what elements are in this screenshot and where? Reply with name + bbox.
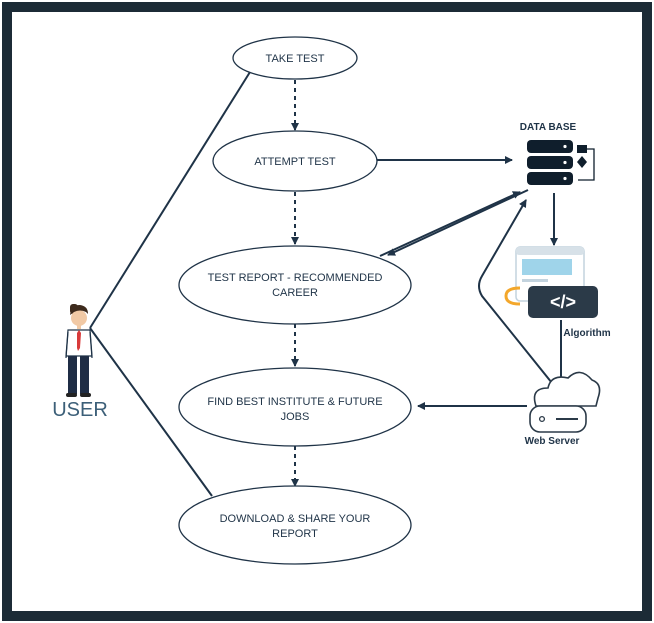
use-case-ellipse <box>178 485 412 565</box>
use-case-attempt-test: ATTEMPT TEST <box>212 130 378 192</box>
algorithm-label: Algorithm <box>563 328 610 339</box>
use-case-ellipse <box>178 367 412 447</box>
database-node: DATA BASE <box>520 122 595 185</box>
use-case-label: ATTEMPT TEST <box>254 156 336 168</box>
report-to-database-arrow <box>379 191 521 257</box>
use-case-download-report: DOWNLOAD & SHARE YOUR REPORT <box>178 485 412 565</box>
web-server-node: Web Server <box>525 371 601 447</box>
system-connections <box>377 156 565 410</box>
use-case-ellipse <box>178 245 412 325</box>
use-case-label-line-1: TEST REPORT - RECOMMENDED <box>208 272 383 284</box>
server-to-database-arrow <box>478 199 557 389</box>
code-algorithm-icon: </> <box>504 246 598 318</box>
use-case-ellipse <box>212 130 378 192</box>
use-case-label: TAKE TEST <box>266 53 325 65</box>
use-case-label-line-2: JOBS <box>281 411 310 423</box>
actor-associations <box>89 71 251 497</box>
use-case-label-line-2: REPORT <box>272 528 318 540</box>
use-case-ellipse <box>232 36 358 80</box>
actor-label: USER <box>52 399 108 421</box>
association-line-download-report <box>89 327 213 497</box>
use-case-find-institute: FIND BEST INSTITUTE & FUTURE JOBS <box>178 367 412 447</box>
association-line-take-test <box>89 71 251 329</box>
use-case-take-test: TAKE TEST <box>232 36 358 80</box>
user-actor: USER <box>52 304 108 421</box>
svg-text:</>: </> <box>550 292 576 312</box>
use-case-label-line-2: CAREER <box>272 287 318 299</box>
use-case-label-line-1: FIND BEST INSTITUTE & FUTURE <box>207 396 382 408</box>
web-server-label: Web Server <box>525 436 580 447</box>
cloud-server-icon <box>529 371 601 433</box>
use-case-test-report: TEST REPORT - RECOMMENDED CAREER <box>178 245 412 325</box>
database-label: DATA BASE <box>520 122 577 133</box>
algorithm-node: </> Algorithm <box>504 246 611 339</box>
user-person-icon <box>65 304 93 397</box>
database-icon <box>527 140 595 185</box>
database-to-report-arrow <box>387 189 529 256</box>
use-case-label-line-1: DOWNLOAD & SHARE YOUR <box>220 513 371 525</box>
